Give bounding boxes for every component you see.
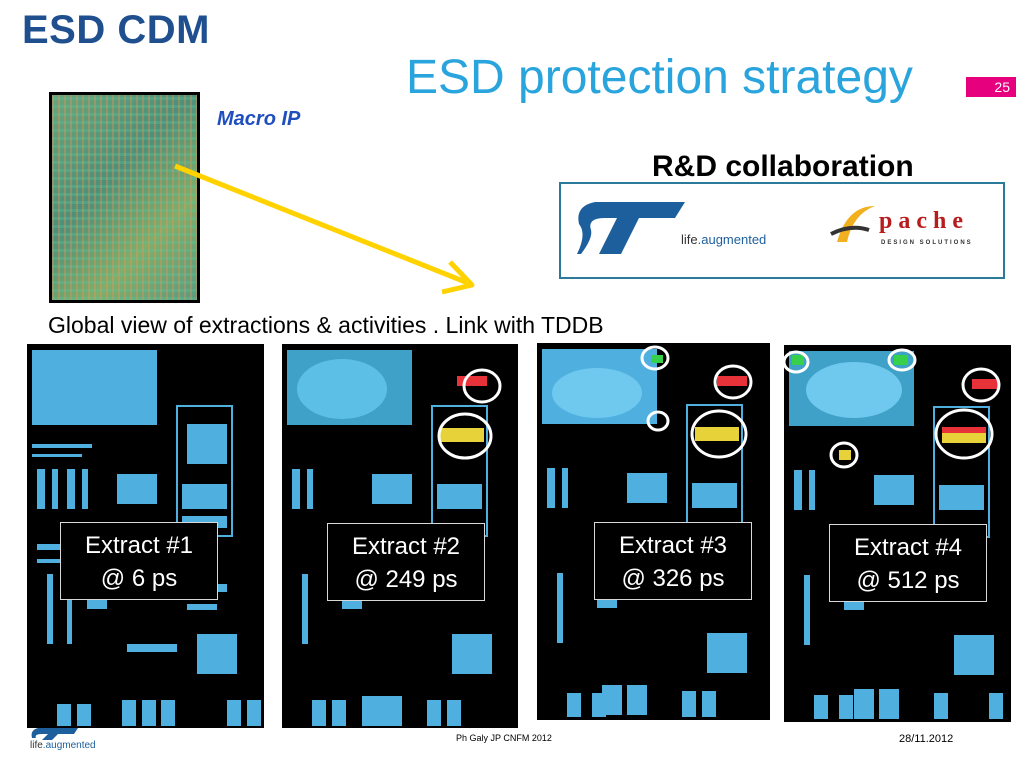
rd-collaboration-title: R&D collaboration — [652, 150, 914, 183]
extract-label-4: Extract #4 @ 512 ps — [829, 524, 987, 602]
section-title: ESD CDM — [22, 8, 210, 52]
extract-label-2: Extract #2 @ 249 ps — [327, 523, 485, 601]
extract-2-time: @ 249 ps — [354, 566, 458, 593]
apache-subtitle: DESIGN SOLUTIONS — [881, 240, 973, 246]
extract-label-1: Extract #1 @ 6 ps — [60, 522, 218, 600]
extract-4-name: Extract #4 — [853, 534, 963, 561]
extract-1-name: Extract #1 — [84, 532, 194, 559]
extract-2-layout — [287, 350, 502, 726]
apache-logo-mark — [830, 206, 875, 242]
extract-label-3: Extract #3 @ 326 ps — [594, 522, 752, 600]
extract-3-layout — [542, 345, 753, 717]
footer-st-logo — [31, 728, 79, 740]
macro-ip-die-image — [49, 92, 200, 303]
st-logo — [577, 202, 685, 254]
footer-author: Ph Galy JP CNFM 2012 — [456, 733, 552, 743]
extract-3-time: @ 326 ps — [621, 565, 725, 592]
footer-tagline: life.augmented — [30, 740, 96, 751]
extract-2-name: Extract #2 — [351, 533, 461, 560]
global-view-caption: Global view of extractions & activities … — [48, 312, 604, 338]
page-number-badge: 25 — [966, 77, 1016, 97]
extract-panel-4 — [784, 345, 1011, 722]
extract-1-time: @ 6 ps — [100, 565, 178, 592]
st-tagline: life.augmented — [681, 232, 767, 247]
footer-date: 28/11.2012 — [899, 733, 954, 745]
macro-ip-label: Macro IP — [217, 108, 301, 130]
slide-title: ESD protection strategy — [406, 51, 913, 104]
partner-logos-box: life.augmented pache DESIGN SOLUTIONS — [559, 182, 1005, 279]
extract-4-time: @ 512 ps — [856, 567, 960, 594]
apache-name: pache — [879, 208, 969, 234]
extract-3-name: Extract #3 — [618, 532, 728, 559]
extract-4-layout — [784, 348, 1003, 719]
